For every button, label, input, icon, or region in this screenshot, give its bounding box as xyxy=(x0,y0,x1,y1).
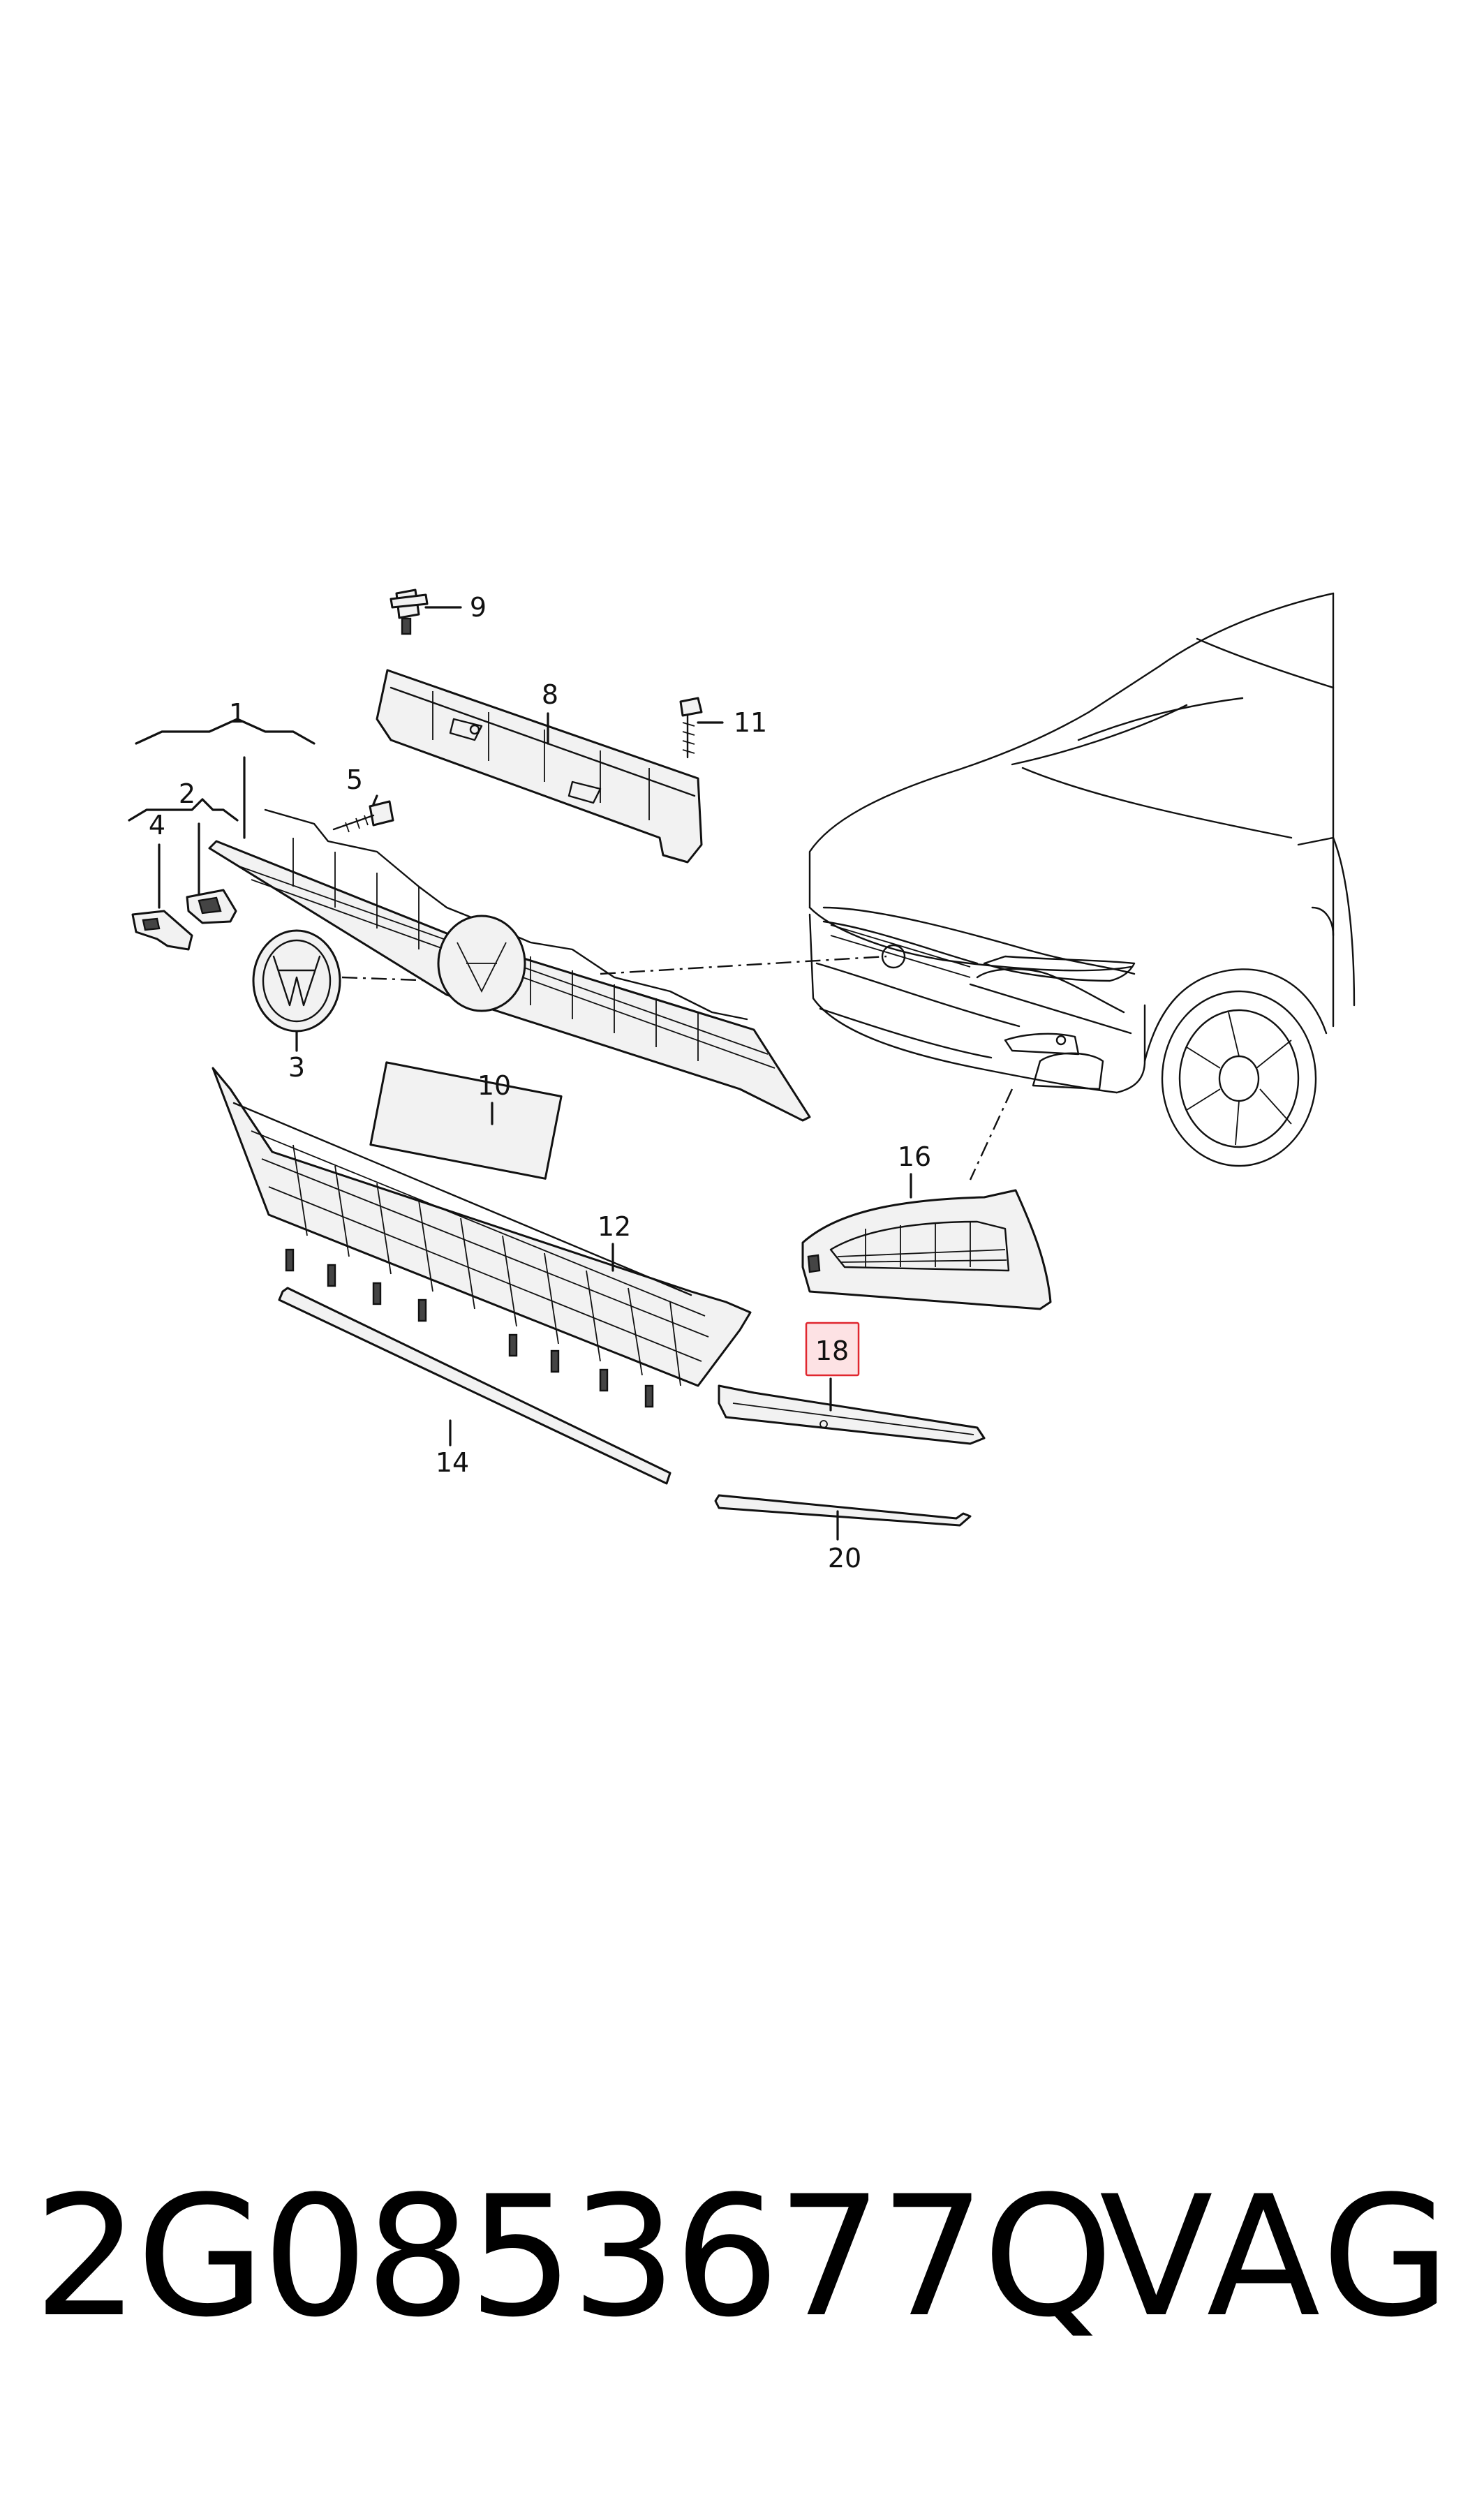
part-9-clip xyxy=(389,589,429,635)
leader-grille-car xyxy=(600,955,887,975)
callout-12: 12 xyxy=(598,1211,631,1242)
part-11-screw xyxy=(679,697,703,759)
car-outline xyxy=(808,592,1356,1167)
callout-10: 10 xyxy=(477,1070,511,1101)
callout-4: 4 xyxy=(149,810,165,841)
callout-leaders xyxy=(128,606,912,1541)
callout-11: 11 xyxy=(734,707,767,738)
part-4-bracket xyxy=(131,910,193,951)
highlight-box xyxy=(805,1322,860,1377)
callout-14: 14 xyxy=(436,1447,469,1478)
callout-20: 20 xyxy=(828,1543,861,1574)
part-number-label: 2G0853677Q xyxy=(34,2161,1113,2354)
part-2-clip xyxy=(186,889,237,924)
part-8-carrier xyxy=(376,669,703,864)
part-20-chrome-strip xyxy=(714,1494,972,1527)
brand-label: VAG xyxy=(1099,2161,1455,2354)
callout-2: 2 xyxy=(179,778,195,809)
part-1-upper-grille xyxy=(208,808,811,1122)
callout-16: 16 xyxy=(898,1141,931,1172)
part-18-trim xyxy=(718,1384,986,1445)
callout-18: 18 xyxy=(815,1335,849,1366)
part-14-trim-strip xyxy=(278,1287,671,1485)
callout-8: 8 xyxy=(542,679,558,710)
callout-5: 5 xyxy=(346,764,363,795)
part-10-plate-holder xyxy=(369,1061,563,1180)
part-3-emblem xyxy=(252,929,341,1033)
part-12-lower-grille xyxy=(212,1067,752,1408)
part-5-screw xyxy=(332,800,394,833)
callout-9: 9 xyxy=(470,592,487,623)
part-16-fog-grille xyxy=(801,1189,1052,1310)
callout-3: 3 xyxy=(288,1052,305,1083)
leader-fog-car xyxy=(969,1088,1014,1181)
callout-1: 1 xyxy=(229,698,246,729)
